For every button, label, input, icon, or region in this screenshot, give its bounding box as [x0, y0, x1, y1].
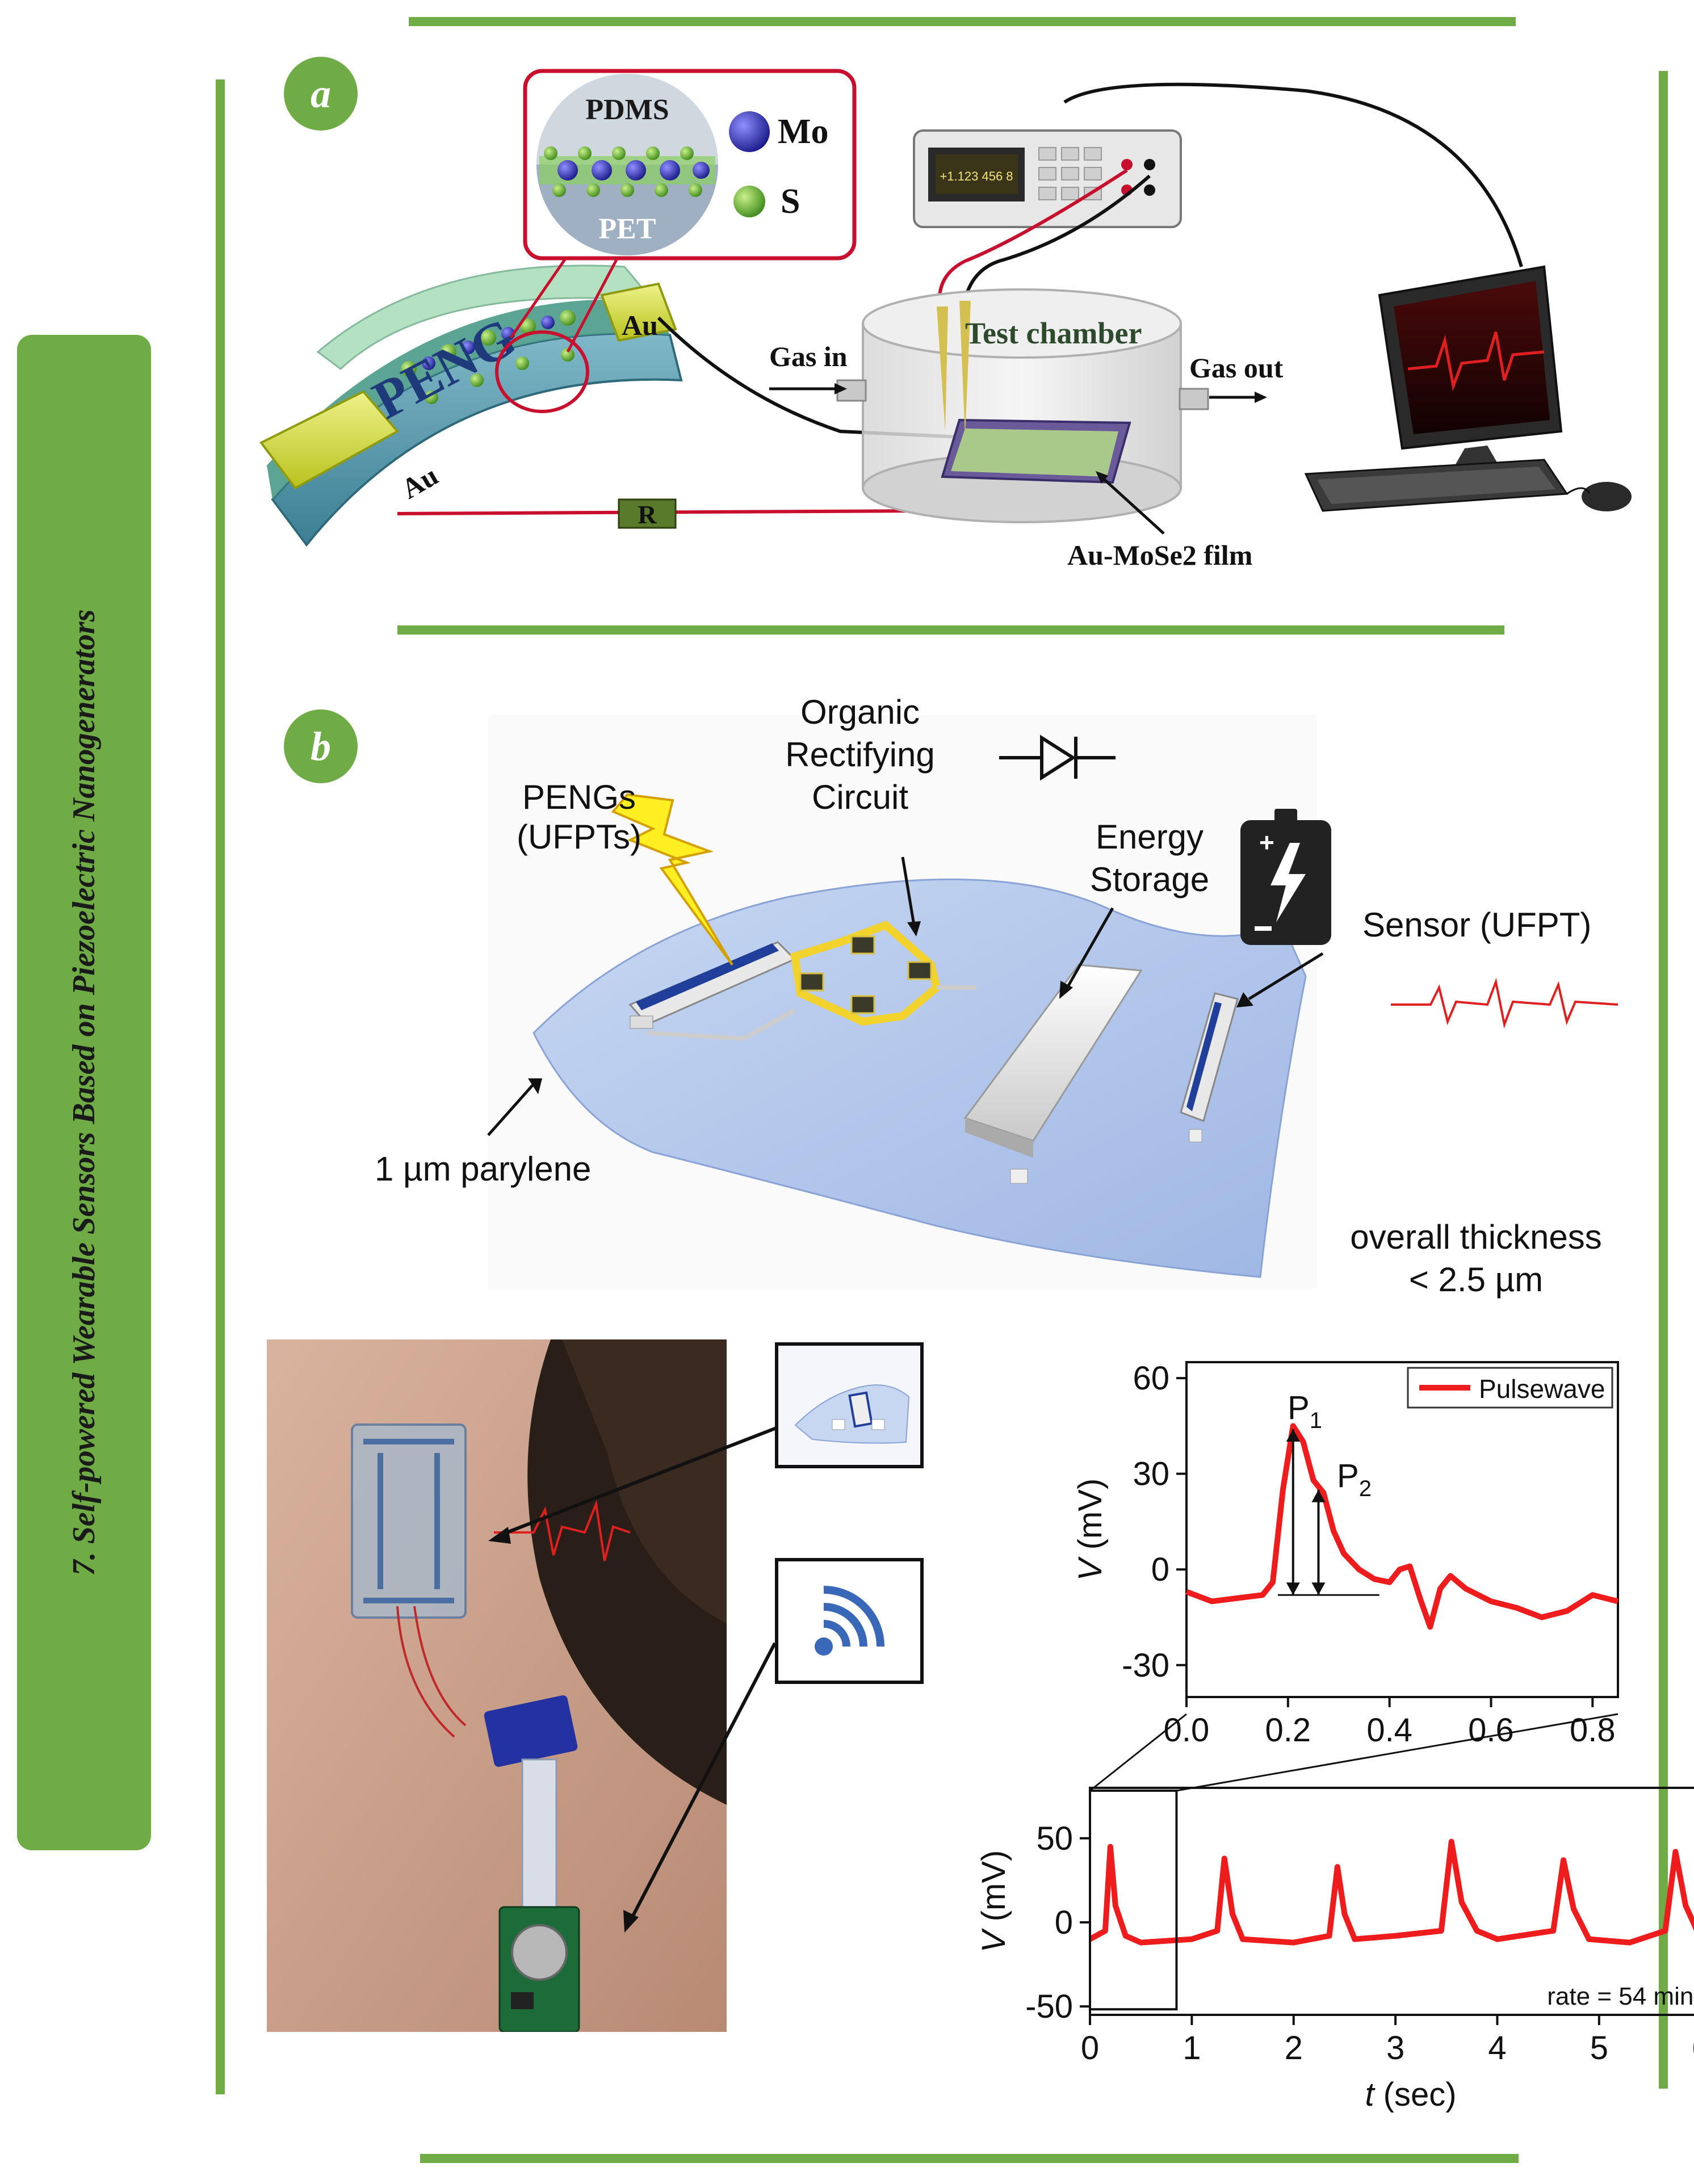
patch-inset-box — [775, 1342, 924, 1468]
peng-ufpt-device — [628, 941, 796, 1029]
meter-display: +1.123 456 8 — [940, 169, 1013, 183]
zoom-connector — [1176, 1713, 1618, 1792]
top-divider — [409, 17, 1516, 26]
wifi-icon — [815, 1586, 884, 1656]
au-electrode-top — [600, 282, 677, 342]
section-sidebar — [17, 335, 151, 1850]
plot-frame — [1185, 1361, 1619, 1698]
mo-label: Mo — [778, 112, 829, 151]
diode-icon — [999, 734, 1116, 781]
arrow-head — [1286, 1582, 1300, 1595]
storage-label-1: Energy — [1096, 818, 1204, 856]
x-tick-label: 0.2 — [1265, 1712, 1311, 1749]
pengs-label-2: (UFPTs) — [517, 818, 641, 856]
au-electrode-bottom — [259, 390, 400, 490]
storage-label-2: Storage — [1090, 860, 1209, 898]
rectifying-circuit — [647, 920, 976, 1041]
x-tick-label: 6 — [1692, 2030, 1694, 2067]
y-axis-label: V (mV) — [1072, 1479, 1109, 1581]
panel-a-schematic: PENG Au Au PDMS PET Mo S R +1.123 — [259, 69, 1632, 571]
x-tick-label: 0.8 — [1570, 1712, 1616, 1749]
bottom-divider — [420, 2154, 1519, 2163]
flex-battery — [484, 1695, 578, 1767]
zoom-box — [1089, 1790, 1178, 2011]
au-top-label: Au — [622, 309, 658, 341]
pengs-label-1: PENGs — [522, 778, 636, 816]
thickness-label-1: overall thickness — [1350, 1218, 1602, 1256]
resistor-label: R — [638, 500, 657, 529]
y-tick-label: -30 — [1122, 1647, 1169, 1684]
molecular-inset: PDMS PET Mo S — [523, 69, 857, 261]
y-axis-label: V (mV) — [975, 1850, 1012, 1952]
pulsewave-line — [1088, 1838, 1694, 1946]
battery-icon: + — [1240, 809, 1331, 945]
circuit-label-2: Rectifying — [785, 736, 934, 774]
left-frame-line — [216, 79, 225, 2094]
right-frame-line — [1659, 71, 1668, 2089]
p2-label: P2 — [1337, 1458, 1372, 1501]
plot-frame — [1089, 1787, 1694, 2016]
zoom-connector — [1089, 1713, 1187, 1792]
gas-in-label: Gas in — [769, 341, 848, 372]
y-tick-label: 30 — [1133, 1456, 1169, 1493]
resistor — [618, 498, 677, 529]
panel-b-schematic: PENGs (UFPTs) Organic Rectifying Circuit… — [375, 693, 1618, 1299]
x-tick-label: 3 — [1386, 2030, 1404, 2067]
circuit-label-3: Circuit — [812, 778, 908, 816]
circuit-label-1: Organic — [800, 693, 920, 731]
rate-annotation: rate = 54 min-1 — [1547, 1981, 1694, 2010]
x-tick-label: 4 — [1488, 2030, 1506, 2067]
arrow-head — [1311, 1582, 1326, 1595]
lightning-icon — [611, 793, 733, 966]
gas-out-arrow-icon — [1255, 392, 1267, 403]
legend-label: Pulsewave — [1479, 1374, 1605, 1404]
x-tick-label: 0 — [1081, 2030, 1099, 2067]
test-chamber-label: Test chamber — [965, 316, 1142, 350]
y-tick-label: 0 — [1151, 1551, 1169, 1588]
sensor-ufpt-device — [1180, 992, 1239, 1143]
y-tick-label: 0 — [1055, 1904, 1073, 1941]
x-tick-label: 1 — [1183, 2030, 1201, 2067]
p1-label: P1 — [1288, 1389, 1322, 1433]
pulsewave-overview-chart: 0123456500-50V (mV)t (sec)rate = 54 min-… — [975, 1713, 1694, 2113]
panel-b-badge: b — [284, 709, 358, 783]
pdms-label: PDMS — [585, 94, 669, 126]
zoom-circle — [495, 330, 589, 413]
x-tick-label: 0.6 — [1468, 1712, 1514, 1749]
arrow-head — [1311, 1489, 1326, 1502]
sensor-waveform — [1391, 977, 1618, 1029]
sensor-label: Sensor (UFPT) — [1362, 906, 1591, 944]
x-tick-label: 2 — [1285, 2030, 1303, 2067]
gas-out-label: Gas out — [1189, 352, 1284, 384]
x-tick-label: 5 — [1590, 2030, 1608, 2067]
svg-text:+: + — [1259, 828, 1274, 857]
y-tick-label: -50 — [1025, 1988, 1073, 2025]
y-tick-label: 50 — [1036, 1820, 1073, 1857]
mo-atom-icon — [729, 111, 770, 152]
x-tick-label: 0.4 — [1366, 1712, 1412, 1749]
pulsewave-line — [1185, 1423, 1619, 1630]
s-label: S — [781, 182, 800, 221]
energy-storage-box — [963, 964, 1143, 1184]
y-tick-label: 60 — [1133, 1360, 1169, 1397]
pulsewave-detail-chart: 0.0 0.2 0.4 0.6 0.8 60 30 0 -30 V (mV) PulsewaveP1… — [1072, 1360, 1619, 1749]
middle-divider — [397, 625, 1504, 635]
pet-label: PET — [598, 213, 656, 245]
film-label: Au-MoSe2 film — [1067, 539, 1252, 571]
thickness-label-2: < 2.5 µm — [1409, 1261, 1543, 1299]
x-axis-label: t (sec) — [1365, 2076, 1456, 2113]
wireless-inset-box — [775, 1558, 924, 1684]
test-chamber: Test chamber — [836, 288, 1209, 523]
panel-a-badge: a — [284, 57, 358, 131]
substrate-label: 1 µm parylene — [375, 1150, 591, 1188]
gas-in-arrow-icon — [835, 383, 847, 394]
x-tick-label: 0.0 — [1164, 1712, 1210, 1749]
computer-icon — [1304, 265, 1632, 512]
arrow-head — [1286, 1429, 1300, 1442]
s-atom-icon — [733, 186, 765, 217]
